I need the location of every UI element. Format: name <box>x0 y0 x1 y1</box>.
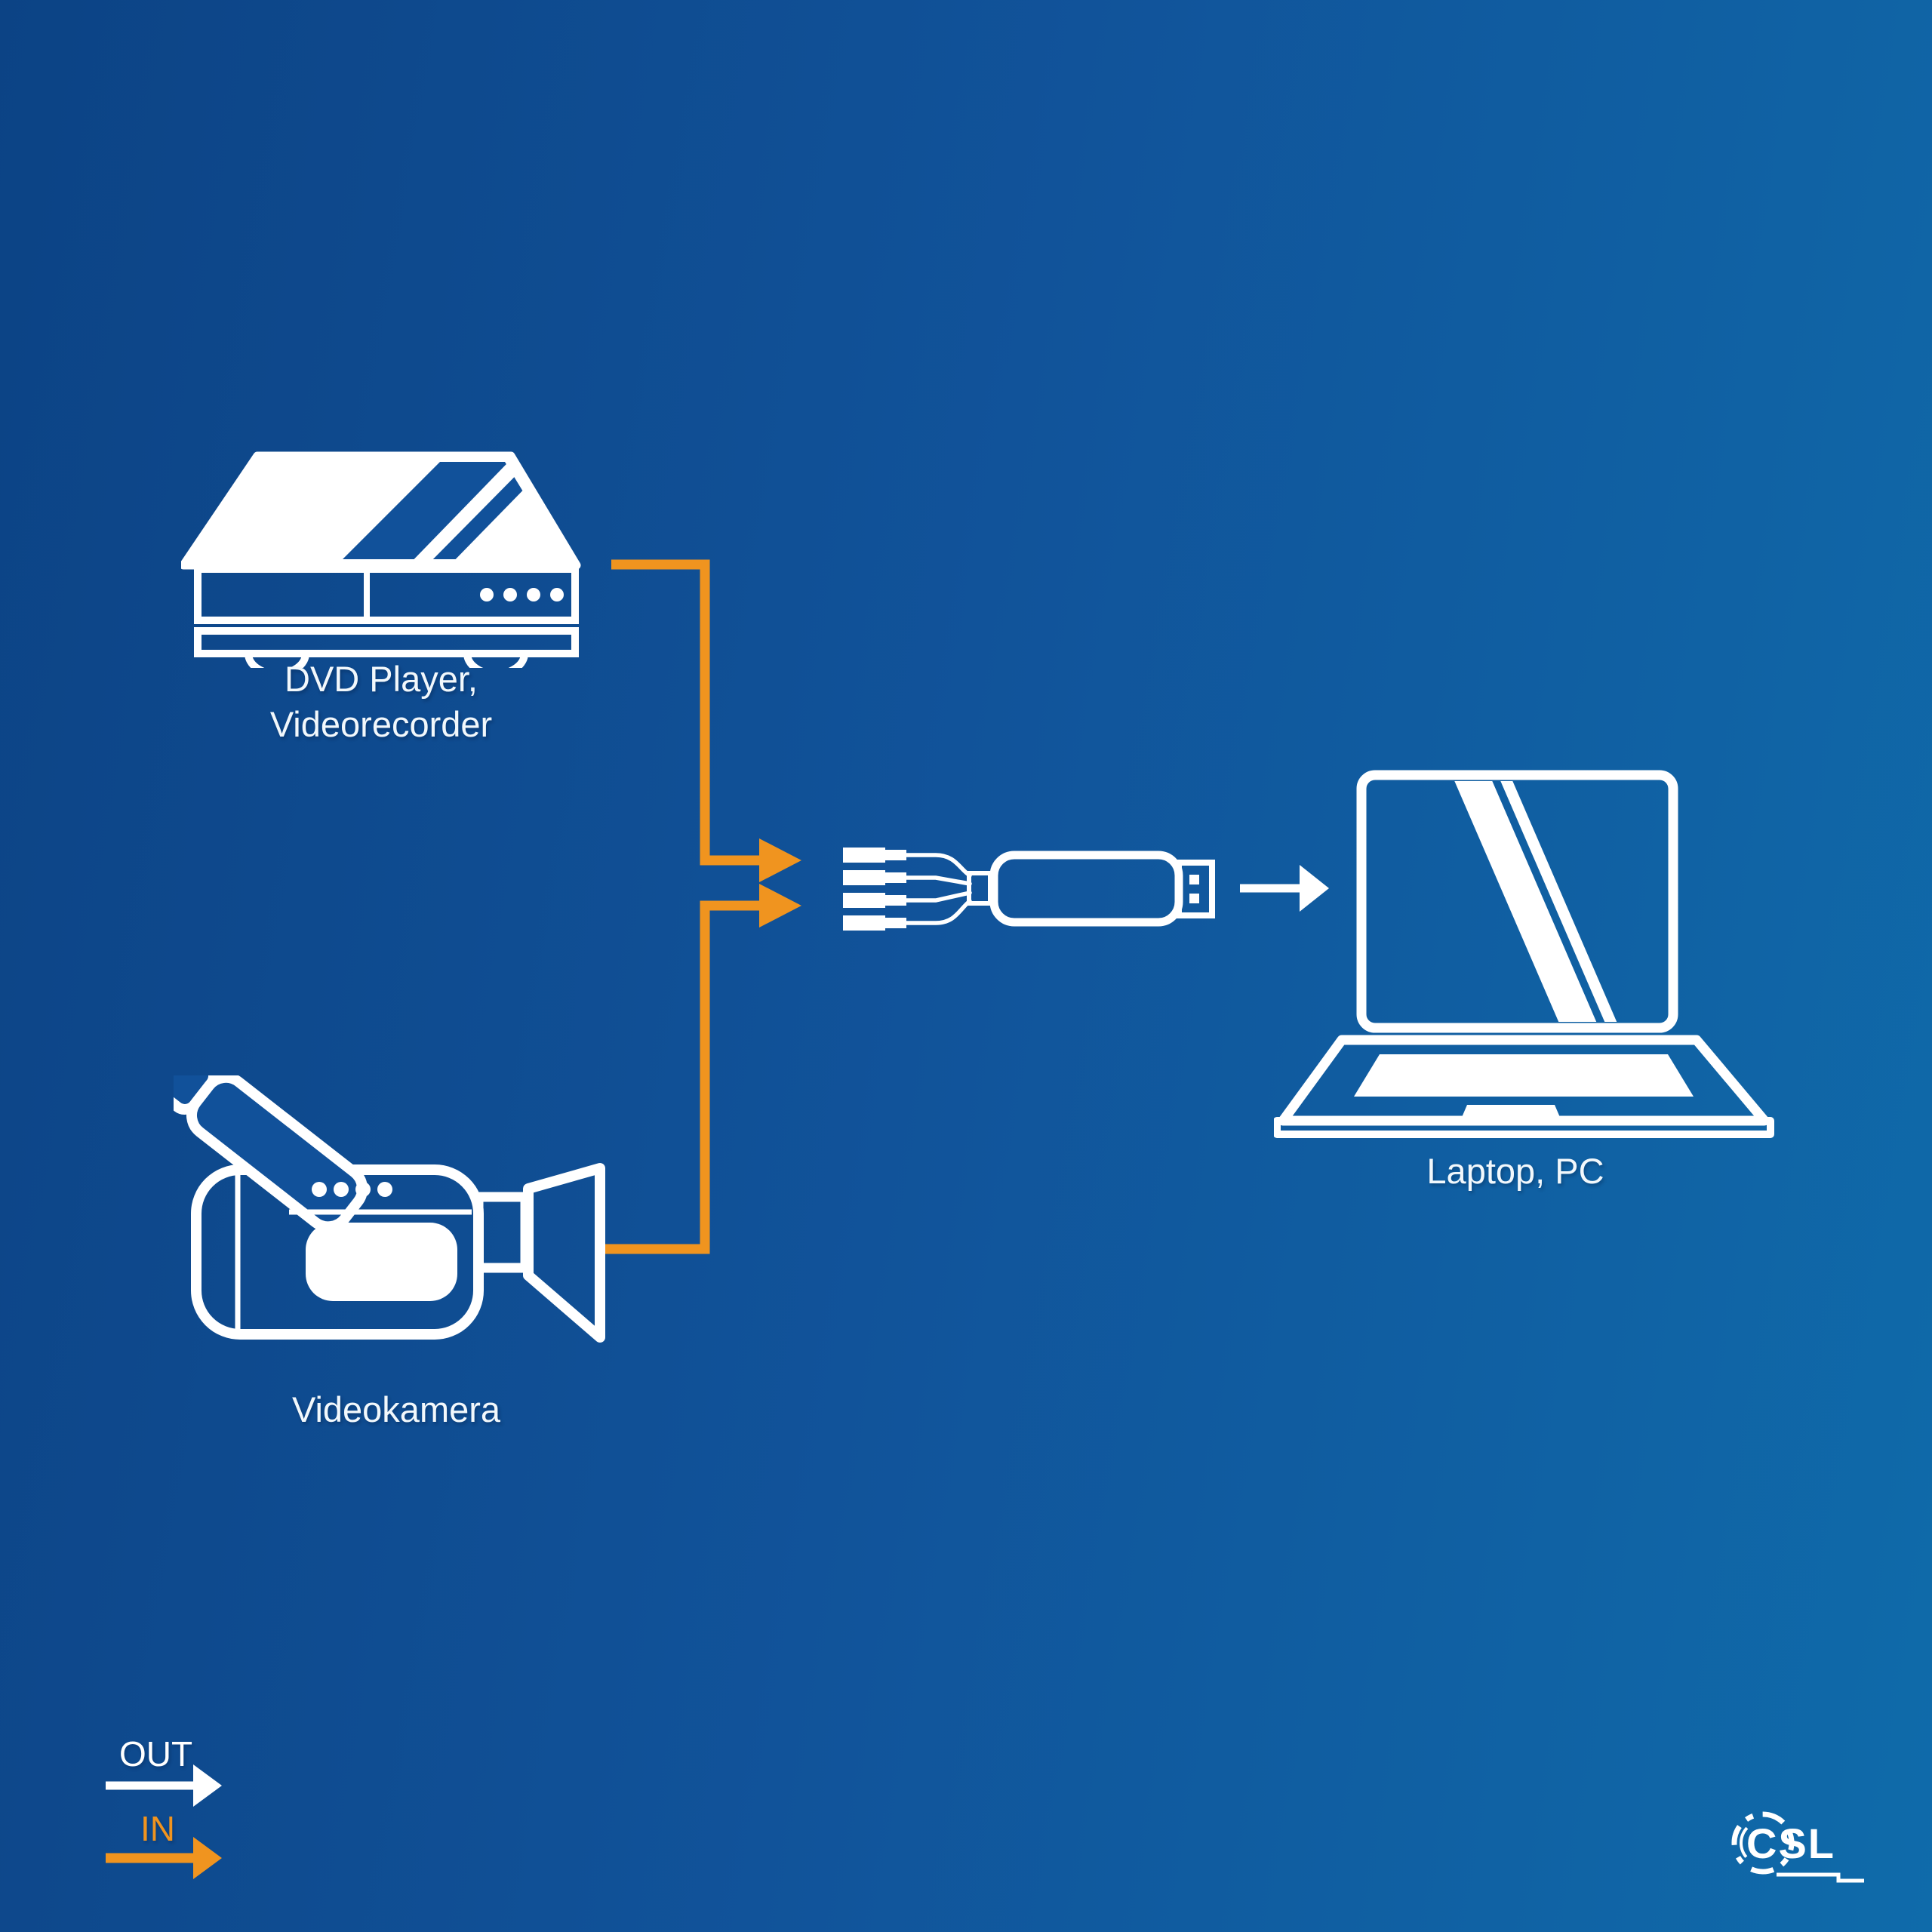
camera-out-line <box>604 900 759 1254</box>
laptop-screen <box>1356 770 1678 1033</box>
legend-in-label: IN <box>140 1809 175 1848</box>
laptop-icon <box>1274 770 1774 1138</box>
legend-in-arrowhead-icon <box>193 1837 222 1879</box>
camera-indicator-dot <box>377 1182 392 1197</box>
rca-plugs-icon <box>843 848 906 931</box>
dvd-label-line2: Videorecorder <box>269 704 493 744</box>
logo-gear-inner-arc <box>1740 1820 1786 1866</box>
rca-wires <box>904 853 972 925</box>
dvd-base <box>194 627 579 657</box>
camera-label: Videokamera <box>291 1389 501 1429</box>
laptop-label: Laptop, PC <box>1426 1151 1604 1191</box>
cable-clamp <box>967 871 992 906</box>
usb-plug-contact <box>1189 894 1199 903</box>
camera-lens-hood <box>523 1163 605 1343</box>
usb-plug <box>1176 860 1215 918</box>
dvd-out-arrowhead-icon <box>759 838 801 882</box>
laptop-touchpad <box>1460 1105 1561 1121</box>
laptop-front-edge <box>1274 1117 1774 1138</box>
screen-glare-stripe-wide <box>1451 781 1600 1022</box>
dvd-foot-right <box>463 653 528 668</box>
laptop-keyboard <box>1354 1054 1694 1097</box>
camera-indicator-dot <box>355 1182 371 1197</box>
dvd-indicator-dot <box>550 588 564 601</box>
legend-out-label: OUT <box>119 1734 193 1774</box>
csl-logo: CSL <box>1731 1811 1864 1883</box>
dvd-indicator-dot <box>503 588 517 601</box>
dvd-foot-left <box>245 653 309 668</box>
dvd-label-line1: DVD Player, <box>285 659 478 699</box>
usb-capture-adapter-icon <box>843 848 1215 931</box>
logo-trace-line <box>1777 1872 1864 1883</box>
dvd-indicator-dot <box>480 588 494 601</box>
legend-out-arrowhead-icon <box>193 1764 222 1807</box>
camera-cassette-door <box>306 1223 457 1301</box>
video-camera-icon <box>174 1075 605 1343</box>
screen-glare-stripe-narrow <box>1497 781 1620 1022</box>
dvd-front-panel <box>194 565 579 624</box>
camera-lens-barrel <box>473 1192 531 1273</box>
usb-stick-body <box>989 851 1183 927</box>
dvd-label: DVD Player, Videorecorder <box>270 657 492 747</box>
dvd-lid-stripe-wide <box>332 462 528 559</box>
dvd-out-line <box>611 559 759 866</box>
logo-text: CSL <box>1746 1820 1835 1867</box>
camera-indicator-dot <box>312 1182 327 1197</box>
dvd-player-icon <box>181 451 581 668</box>
usb-plug-contact <box>1189 875 1199 884</box>
camera-indicator-dot <box>334 1182 349 1197</box>
dvd-indicator-dot <box>527 588 540 601</box>
camera-out-arrowhead-icon <box>759 884 801 928</box>
